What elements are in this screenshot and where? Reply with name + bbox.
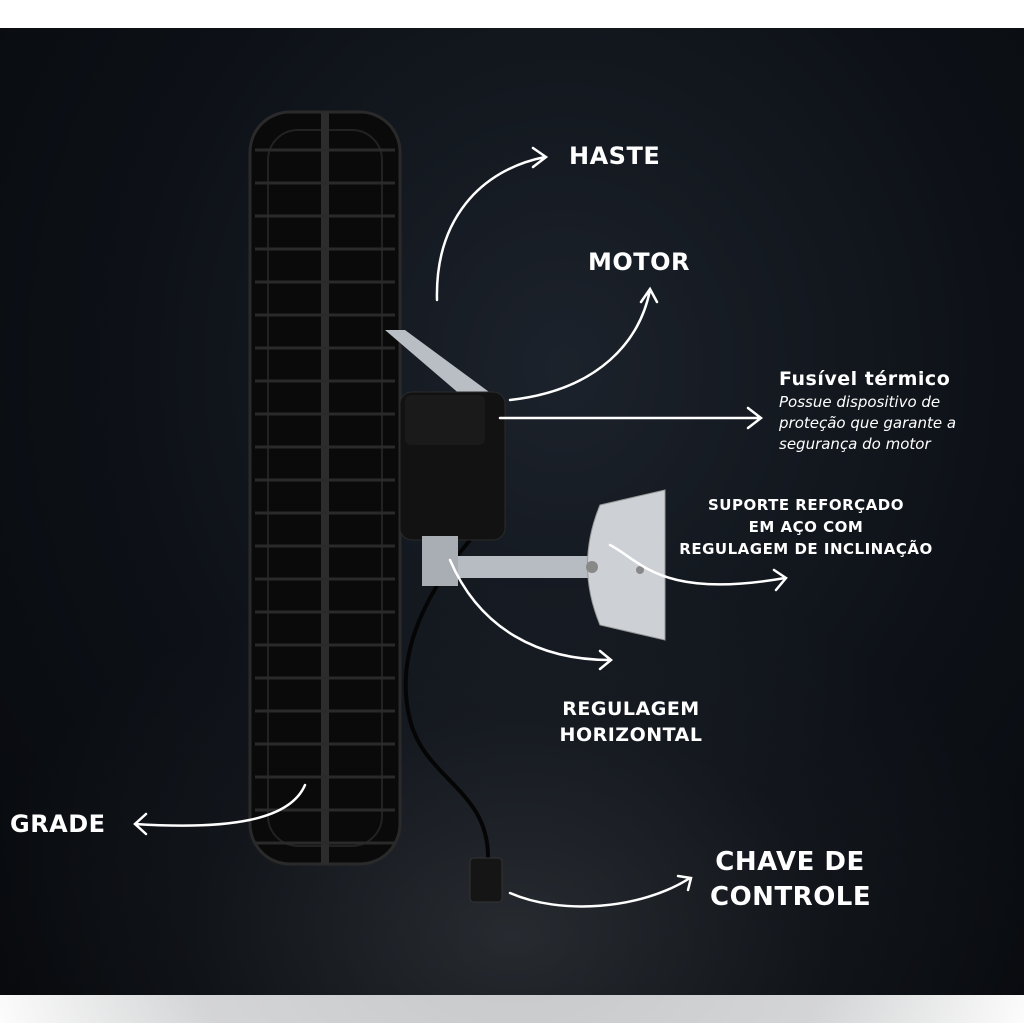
arrow-chave — [508, 874, 693, 908]
label-chave: CHAVE DE CONTROLE — [710, 845, 872, 915]
fog — [0, 588, 1024, 1023]
fan-grille — [248, 110, 402, 866]
label-fusivel-title: Fusível térmico — [779, 368, 951, 390]
arm — [425, 556, 605, 578]
control-switch — [469, 857, 503, 903]
wall-bracket — [587, 489, 666, 641]
label-line: REGULAGEM — [562, 698, 700, 720]
desc-line: segurança do motor — [779, 435, 931, 453]
arrows — [133, 146, 788, 908]
fusivel-description: Possue dispositivo de proteção que garan… — [779, 392, 956, 455]
label-line: CONTROLE — [710, 882, 872, 912]
label-haste: HASTE — [569, 142, 661, 170]
arrow-regulagem — [448, 558, 613, 671]
label-line: CHAVE DE — [715, 847, 865, 877]
label-motor: MOTOR — [588, 248, 691, 276]
label-line: EM AÇO COM — [748, 518, 864, 536]
label-line: REGULAGEM DE INCLINAÇÃO — [679, 540, 933, 558]
label-grade: GRADE — [10, 810, 106, 838]
power-cable — [403, 538, 491, 861]
label-regulagem: REGULAGEM HORIZONTAL — [556, 696, 706, 748]
arrow-haste — [435, 146, 549, 302]
arrow-grade — [133, 783, 307, 836]
label-line: HORIZONTAL — [559, 724, 703, 746]
arrow-fusivel — [498, 406, 764, 430]
background — [0, 28, 1024, 1023]
arrow-suporte — [608, 543, 788, 592]
label-line: SUPORTE REFORÇADO — [708, 496, 904, 514]
label-suporte: SUPORTE REFORÇADO EM AÇO COM REGULAGEM D… — [675, 494, 937, 560]
desc-line: proteção que garante a — [779, 414, 957, 432]
desc-line: Possue dispositivo de — [779, 393, 941, 411]
arrow-motor — [508, 286, 659, 402]
